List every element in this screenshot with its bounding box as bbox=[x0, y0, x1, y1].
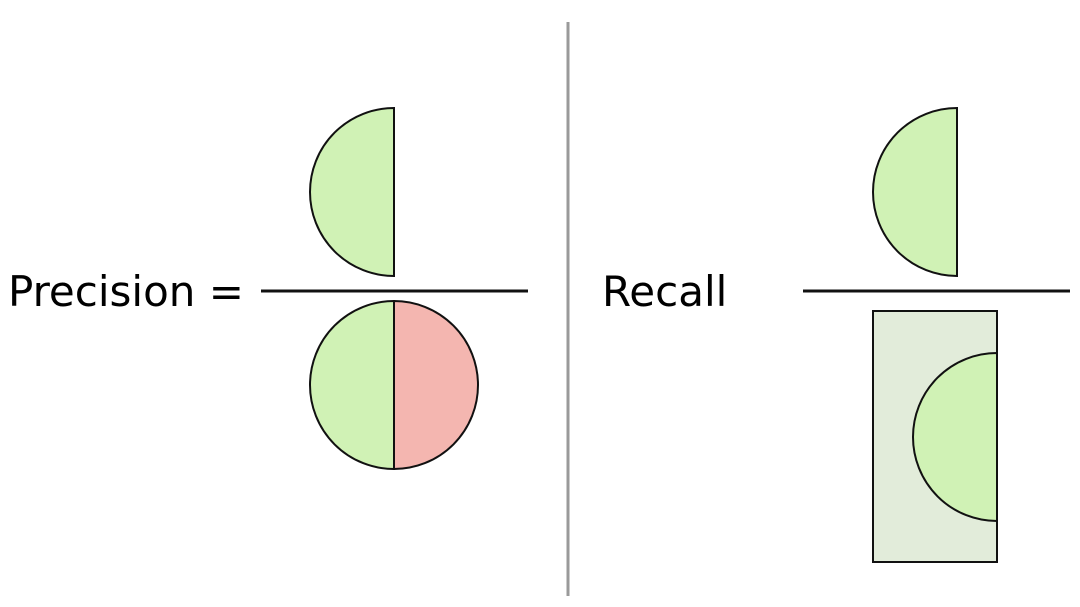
precision-denominator-true-positive-half bbox=[309, 299, 395, 471]
precision-numerator-true-positive-half bbox=[309, 106, 395, 278]
precision-panel: Precision = bbox=[8, 106, 528, 471]
precision-denominator-circle bbox=[309, 299, 479, 471]
recall-panel: Recall bbox=[602, 106, 1070, 563]
recall-label: Recall bbox=[602, 267, 727, 316]
precision-denominator-false-positive-half bbox=[393, 299, 479, 471]
precision-label: Precision = bbox=[8, 267, 244, 316]
recall-denominator-true-positive-half bbox=[912, 351, 998, 523]
recall-numerator-true-positive-half bbox=[872, 106, 958, 278]
